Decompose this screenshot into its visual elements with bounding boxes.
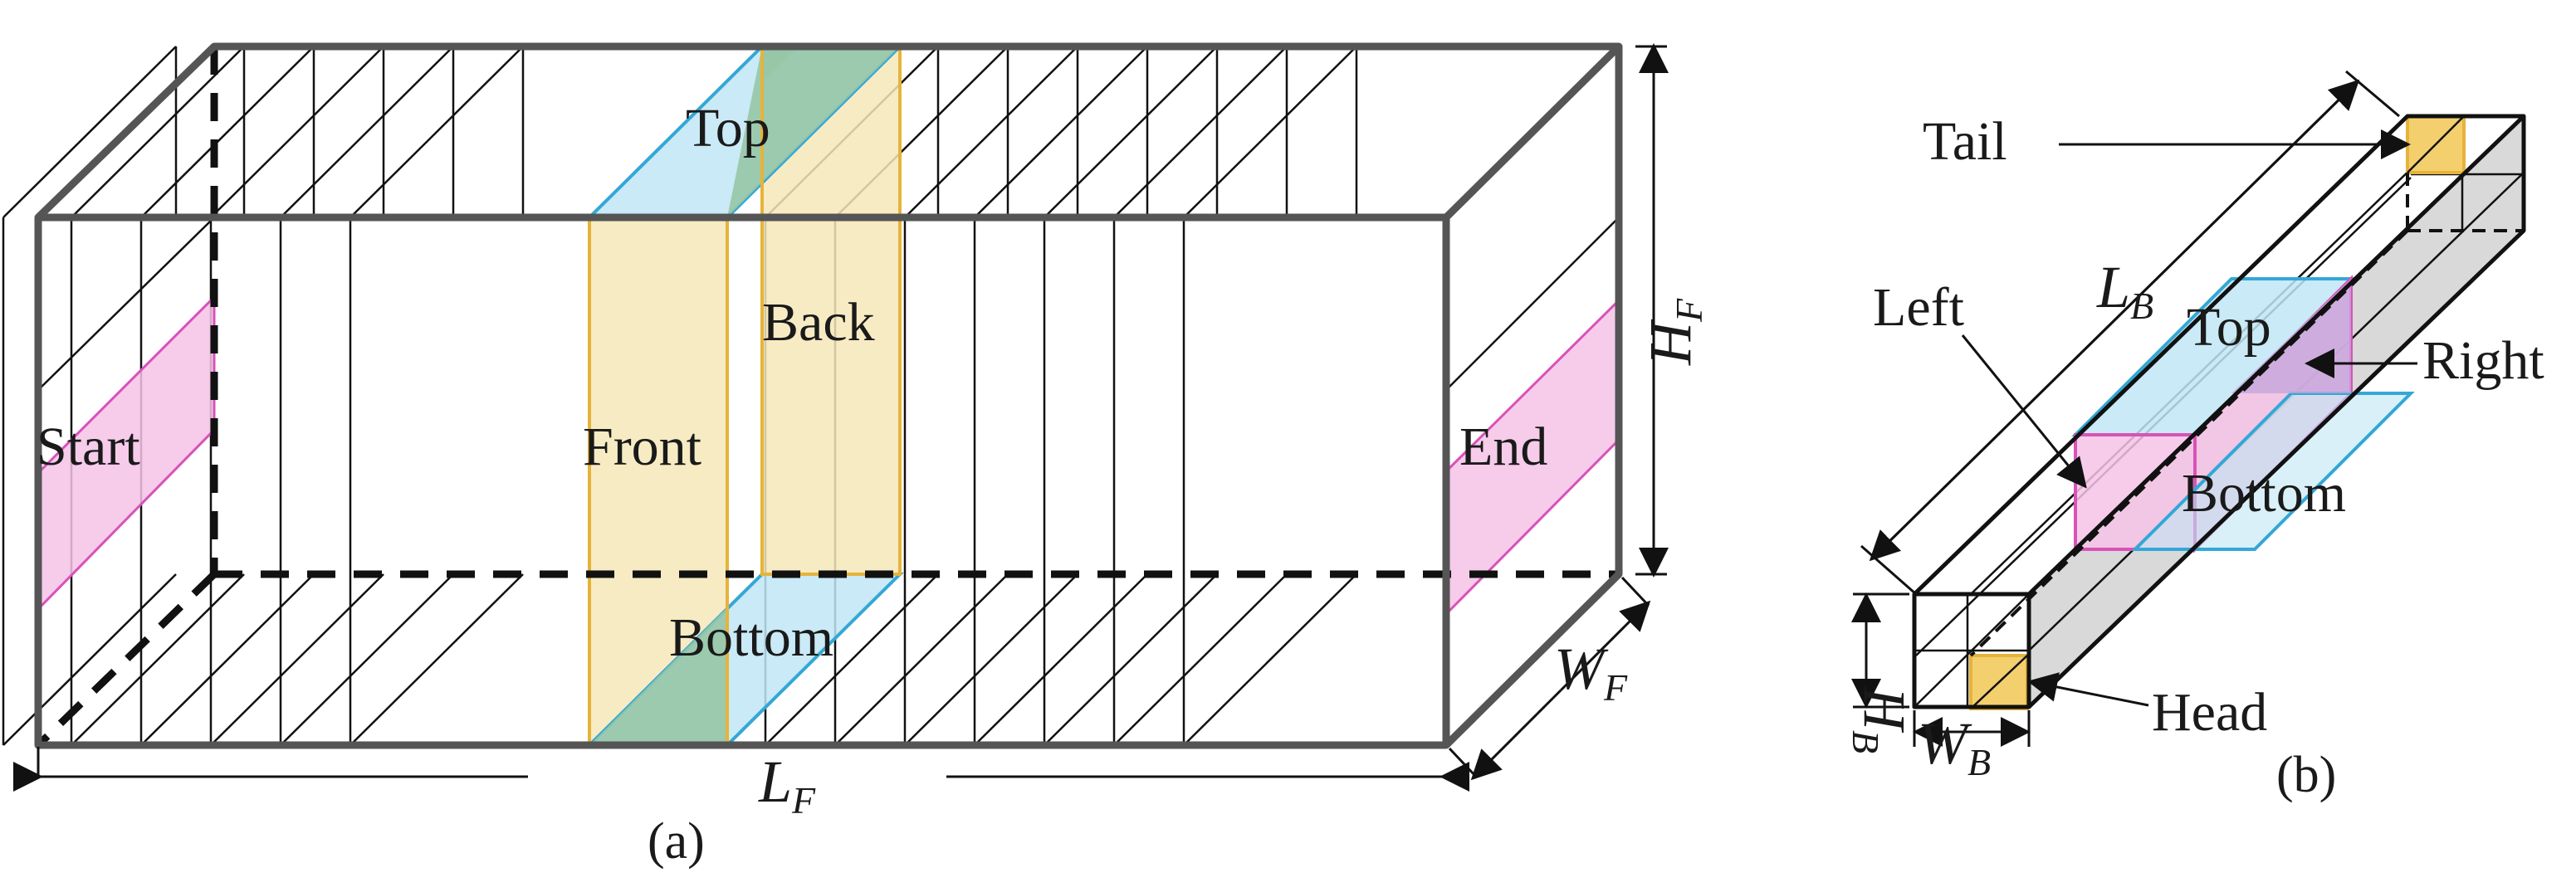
slab-diagonal-top	[71, 46, 245, 218]
dim-hb: HB	[1845, 686, 1918, 753]
label-tail: Tail	[1923, 111, 2007, 172]
panel-b: LB HB WB Tail Left Top Right Bottom Head…	[1845, 70, 2544, 803]
slab-diagonal-bottom	[904, 573, 1078, 746]
top-overlap	[727, 46, 900, 217]
slab-diagonal-top	[280, 46, 454, 218]
label-head: Head	[2152, 682, 2267, 743]
beam-frame	[1912, 114, 2526, 709]
label-end: End	[1459, 417, 1547, 477]
wf-arrow-down	[1470, 689, 1562, 781]
caption-a: (a)	[648, 813, 705, 870]
slab-diagonal-bottom	[280, 573, 454, 746]
label-front: Front	[583, 417, 701, 477]
slab-diagonal-bottom	[834, 573, 1009, 746]
dim-wf: WF	[1554, 636, 1628, 709]
start-diagonal	[37, 217, 215, 391]
panel-a: Start End Top Back Front Bottom LF HF WF…	[2, 42, 1710, 870]
label-bottom-b: Bottom	[2182, 463, 2346, 524]
slab-diagonal-bottom	[1113, 573, 1288, 746]
slab-diagonal-bottom	[349, 573, 524, 746]
slab-diagonal-top	[974, 46, 1148, 218]
slab-diagonal-bottom	[1183, 573, 1357, 746]
caption-b: (b)	[2276, 747, 2336, 803]
slab-diagonal-top	[349, 46, 524, 218]
box-frame	[34, 42, 1623, 749]
slab-diagonal-top	[1183, 46, 1357, 218]
dim-lb: LB	[2096, 254, 2153, 327]
label-back: Back	[762, 292, 875, 353]
label-bottom-a: Bottom	[669, 607, 833, 668]
dim-hf: HF	[1637, 298, 1710, 366]
label-top-a: Top	[686, 98, 770, 158]
slab-diagonal-bottom	[210, 573, 384, 746]
dim-lf: LF	[758, 748, 816, 821]
slab-diagonal-bottom	[974, 573, 1148, 746]
head-leader	[2027, 672, 2149, 707]
label-left: Left	[1873, 277, 1964, 338]
slab-diagonal-top	[140, 46, 315, 218]
slab-diagonal-bottom	[2, 573, 177, 746]
slab-diagonal-bottom	[1044, 573, 1218, 746]
label-start: Start	[37, 417, 140, 477]
slab-diagonal-top	[210, 46, 384, 218]
bottom-overlap	[589, 607, 727, 745]
lb-arrow-down	[1869, 81, 2358, 562]
slab-diagonal-top	[1113, 46, 1288, 218]
dim-wb: WB	[1918, 710, 1991, 783]
slab-diagonal-top	[2, 46, 177, 218]
label-right: Right	[2422, 330, 2544, 391]
slab-diagonal-bottom	[71, 573, 245, 746]
slab-diagonal-bottom	[765, 573, 939, 746]
top-overlap-2	[762, 46, 799, 83]
label-top-b: Top	[2187, 297, 2271, 358]
slab-diagonal-top	[1044, 46, 1218, 218]
end-diagonal	[1445, 217, 1620, 391]
slab-diagonal-top	[904, 46, 1078, 218]
wf-arrow-up	[1559, 600, 1651, 692]
left-leader	[1961, 334, 2087, 489]
slab-diagonal-bottom	[140, 573, 315, 746]
